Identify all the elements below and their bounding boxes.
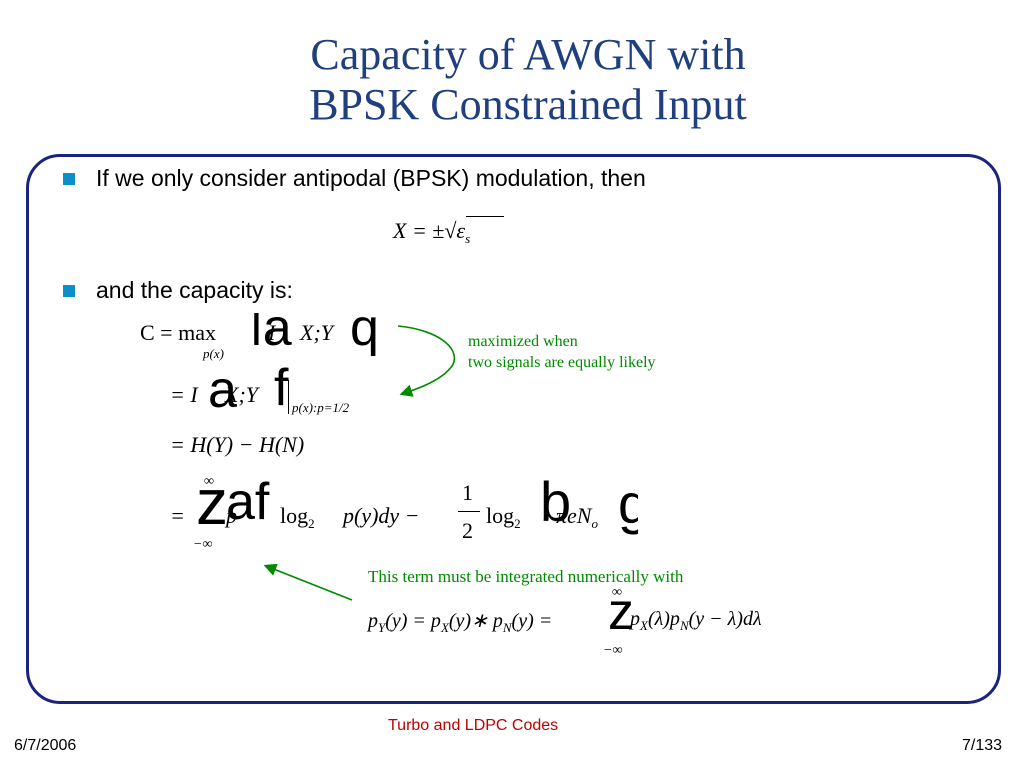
x-def-text: X = ±√ε: [393, 218, 466, 243]
cap-args: X;Y: [300, 320, 333, 345]
equation-convolution: pY(y) = pX(y)∗ pN(y) =: [368, 608, 552, 636]
conv-tail2: (y − λ)dλ: [688, 608, 762, 630]
line2-lhs: = I: [170, 382, 198, 407]
conv-limit-bottom: −∞: [603, 643, 623, 658]
bullet-text-1: If we only consider antipodal (BPSK) mod…: [96, 165, 646, 191]
line4-tail: πeNo: [556, 503, 598, 532]
conv-x2-sub: X: [640, 618, 648, 633]
fraction-denominator: 2: [462, 518, 473, 543]
line2-glyph-f: f: [274, 359, 289, 417]
bullet-marker: [63, 173, 75, 185]
footer-center: Turbo and LDPC Codes: [388, 717, 559, 734]
bullet-text-2: and the capacity is:: [96, 277, 293, 303]
conv-n2-sub: N: [679, 618, 689, 633]
cap-glyph-open: Ia: [250, 299, 292, 357]
conv-lhs: p: [368, 610, 378, 632]
arrow-integrated: [263, 563, 353, 601]
line4-py: p: [226, 503, 237, 528]
line4-log-2: log2: [486, 503, 521, 532]
line4-eq: =: [170, 503, 185, 528]
sqrt-overline: [466, 216, 504, 217]
evaluation-bar: [288, 380, 289, 414]
cap-lhs: C = max: [140, 320, 216, 345]
conv-lhs-sub: Y: [378, 620, 386, 635]
line4-tail-text: πeN: [556, 503, 592, 528]
arrow-maximized: [397, 325, 456, 397]
line3-entropy: = H(Y) − H(N): [170, 432, 305, 457]
note-maximized: maximized when two signals are equally l…: [468, 331, 656, 373]
title-line-2: BPSK Constrained Input: [309, 80, 747, 129]
slide-title: Capacity of AWGN with BPSK Constrained I…: [0, 30, 1024, 130]
conv-integral-glyph-z: z: [608, 583, 634, 641]
note-integrated: This term must be integrated numerically…: [368, 567, 684, 586]
cap-max-subscript: p(x): [203, 346, 224, 361]
line4-log-text: log: [280, 503, 309, 528]
integral-glyph-z: z: [196, 466, 228, 538]
line2-glyph-a: a: [208, 361, 237, 419]
line4-log2-text: log: [486, 503, 515, 528]
footer-page-number: 7/133: [962, 737, 1003, 754]
conv-limit-top: ∞: [612, 585, 622, 600]
line4-glyph-b: b: [540, 470, 572, 533]
conv-n-sub: N: [502, 620, 512, 635]
note-maximized-line-1: maximized when: [468, 333, 578, 350]
conv-integrand: pX(λ)pN(y − λ)dλ: [630, 608, 762, 634]
line4-log: log2: [280, 503, 315, 532]
line4-glyph-af: af: [226, 473, 270, 531]
line4-limit-top: ∞: [204, 474, 214, 489]
note-maximized-line-2: two signals are equally likely: [468, 354, 656, 371]
conv-x-sub: X: [440, 620, 449, 635]
line4-log-base: 2: [308, 516, 315, 531]
cap-I: I: [268, 320, 276, 345]
line4-limit-bottom: −∞: [193, 537, 213, 552]
cap-glyph-close: q: [350, 299, 379, 357]
content-frame: [26, 154, 1001, 704]
line4-log2-base: 2: [514, 516, 521, 531]
cap-glyph-a: a: [262, 299, 292, 357]
title-line-1: Capacity of AWGN with: [310, 30, 746, 79]
footer-date: 6/7/2006: [14, 737, 77, 754]
line4-rest: p(y)dy −: [343, 503, 420, 528]
conv-mid: (y) = p: [385, 610, 441, 632]
conv-p: p: [630, 608, 640, 630]
conv-tail: (λ)p: [647, 608, 680, 630]
conv-mid2: (y)∗ p: [448, 610, 503, 632]
equation-x-definition: X = ±√εs: [393, 218, 470, 247]
fraction-numerator: 1: [462, 480, 473, 505]
conv-mid3: (y) =: [511, 610, 553, 632]
line2-subscript: p(x):p=1/2: [292, 400, 350, 415]
line4-glyph-g: g: [618, 472, 638, 535]
fraction-bar: [458, 511, 480, 512]
line4-tail-subscript: o: [591, 516, 598, 531]
bullet-marker: [63, 285, 75, 297]
line2-args: X;Y: [225, 382, 258, 407]
x-def-subscript: s: [465, 231, 471, 246]
equation-capacity-max: C = max: [140, 320, 216, 346]
